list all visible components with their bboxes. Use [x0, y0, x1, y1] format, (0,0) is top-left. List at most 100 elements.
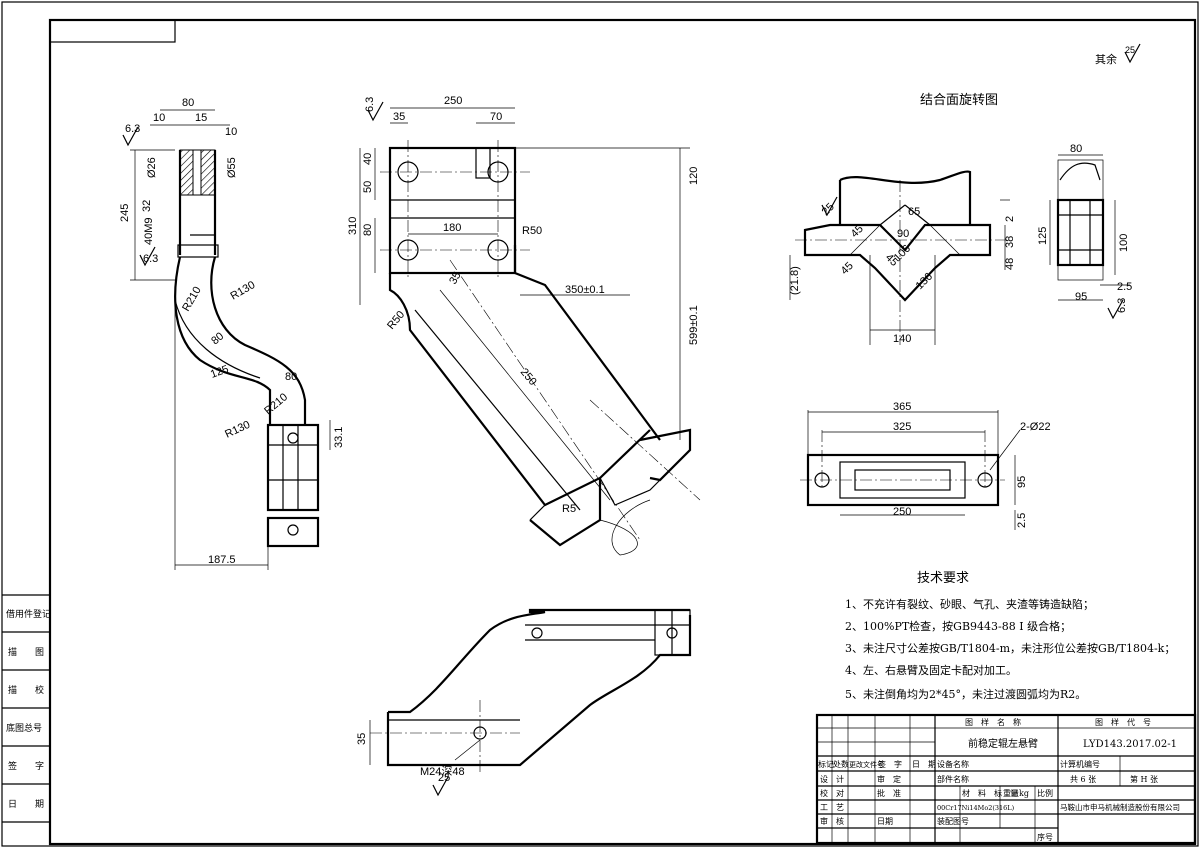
dim-65: 65: [908, 206, 920, 218]
dim-350: 350±0.1: [565, 284, 605, 296]
dim-r5: R5: [562, 503, 576, 515]
requirement-4: 4、左、右悬臂及固定卡配对加工。: [845, 663, 1017, 677]
dim-35-c: 35: [356, 733, 368, 745]
tb-rev-date: 日 期: [912, 760, 936, 769]
front-view: [359, 101, 701, 556]
dim-250-c: 250: [893, 506, 911, 518]
tb-drawing-name: 前稳定辊左悬臂: [968, 737, 1038, 750]
requirement-1: 1、不充许有裂纹、砂眼、气孔、夹渣等铸造缺陷；: [845, 597, 1094, 611]
dim-365: 365: [893, 401, 911, 413]
dim-m24: M24深48: [420, 765, 465, 778]
tb-name-header: 图 样 名 称: [965, 717, 1021, 727]
tb-approve: 批 准: [877, 788, 901, 798]
tb-process: 工 艺: [820, 803, 844, 812]
dim-32: 32: [141, 200, 153, 212]
dim-80-b: 80: [209, 330, 226, 347]
dim-2-d22: 2-Ø22: [1020, 421, 1051, 433]
dim-r130-b: R130: [223, 419, 252, 441]
dim-245: 245: [119, 204, 131, 222]
tb-material-value: 00Cr17Ni14Mo2(316L): [937, 804, 1015, 812]
tb-sheet-no: 第 H 张: [1130, 774, 1158, 784]
tb-audit: 审 核: [820, 816, 844, 826]
margin-borrow: 借用件登记: [6, 608, 51, 620]
tb-review: 审 定: [877, 774, 901, 784]
roughness-63-d: 6.3: [1116, 298, 1128, 313]
requirement-5: 5、未注倒角均为2*45°，未注过渡圆弧均为R2。: [845, 687, 1086, 701]
section-title: 结合面旋转图: [920, 93, 998, 108]
margin-sign: 签 字: [8, 760, 44, 772]
dim-125: 125: [209, 363, 230, 381]
tb-sheets: 共 6 张: [1070, 775, 1096, 784]
dim-599: 599±0.1: [688, 305, 700, 345]
margin-trace: 描 图: [8, 646, 44, 658]
tb-rev-sign: 签 字: [878, 759, 902, 769]
title-block: [815, 713, 1197, 845]
tb-rev-count: 处数: [833, 759, 849, 769]
dim-310: 310: [347, 217, 359, 235]
roughness-note-value: 25: [1125, 45, 1135, 55]
tb-equip-name: 设备名称: [937, 759, 969, 769]
dim-45-c: 45: [839, 260, 856, 277]
dim-80-e: 80: [1070, 143, 1082, 155]
roughness-note-label: 其余: [1095, 52, 1117, 66]
tb-calc-no: 计算机编号: [1060, 759, 1100, 769]
roughness-note: [1124, 43, 1141, 64]
dim-r50-a: R50: [522, 225, 542, 237]
tb-check: 校 对: [820, 788, 844, 798]
dim-50-a: 50: [362, 181, 374, 193]
tb-date: 日期: [877, 817, 893, 826]
section-view: [789, 154, 1130, 345]
tb-seq: 序号: [1037, 832, 1053, 842]
tb-scale: 比例: [1037, 788, 1053, 798]
dim-2-5-b: 2.5: [1117, 281, 1132, 293]
dim-38: 38: [1004, 236, 1016, 248]
dim-80-a: 80: [182, 97, 194, 109]
side-view: [122, 109, 331, 570]
dim-100: 100: [1118, 234, 1130, 252]
dim-95-b: 95: [1016, 476, 1028, 488]
requirement-3: 3、未注尺寸公差按GB/T1804-m，未注形位公差按GB/T1804-k；: [845, 641, 1175, 655]
bottom-plate-view: [800, 410, 1021, 530]
tb-weight: 重量kg: [1003, 788, 1029, 798]
dim-48: 48: [1004, 258, 1016, 270]
dim-325: 325: [893, 421, 911, 433]
dim-187-5: 187.5: [208, 554, 236, 566]
dim-90: 90: [897, 228, 909, 240]
dim-140: 140: [893, 333, 911, 345]
dim-250-a: 250: [444, 95, 462, 107]
dim-d26: Ø26: [146, 157, 158, 178]
bottom-arm-view: [369, 608, 692, 797]
dim-r210-a: R210: [180, 285, 204, 314]
tb-code-header: 图 样 代 号: [1095, 717, 1151, 727]
tb-material: 材 料 标 记: [962, 788, 1018, 798]
tb-rev-mark: 标记: [818, 759, 834, 769]
dim-d55: Ø55: [226, 157, 238, 178]
dim-40m9: 40M9: [143, 217, 155, 245]
dim-33-1: 33.1: [333, 427, 345, 448]
dim-35-b: 35: [447, 270, 464, 287]
margin-base-no: 底图总号: [6, 722, 42, 734]
dim-120: 120: [688, 167, 700, 185]
dim-r210-b: R210: [262, 391, 290, 417]
tech-title: 技术要求: [917, 571, 969, 586]
dim-250-b: 250: [518, 366, 539, 388]
tb-assembly: 装配图号: [937, 816, 969, 826]
requirement-2: 2、100%PT检查，按GB9443-88 I 级合格；: [845, 619, 1071, 633]
dim-2: 2: [1004, 216, 1016, 222]
roughness-63-c: 6.3: [364, 97, 376, 112]
margin-date: 日 期: [8, 799, 44, 810]
dim-15: 15: [195, 112, 207, 124]
tb-design: 设 计: [820, 774, 844, 784]
dim-95: 95: [1075, 291, 1087, 303]
tb-company: 马鞍山市申马机械制造股份有限公司: [1060, 802, 1180, 812]
dim-10-b: 10: [225, 126, 237, 138]
dim-r50-b: R50: [385, 309, 407, 332]
tb-rev-file: 更改文件号: [849, 760, 884, 769]
dim-125-b: 125: [1037, 227, 1049, 245]
roughness-63-b: 6.3: [143, 253, 158, 265]
tb-part-name: 部件名称: [937, 774, 969, 784]
dim-10-a: 10: [153, 112, 165, 124]
dim-2-5-c: 2.5: [1016, 513, 1028, 528]
